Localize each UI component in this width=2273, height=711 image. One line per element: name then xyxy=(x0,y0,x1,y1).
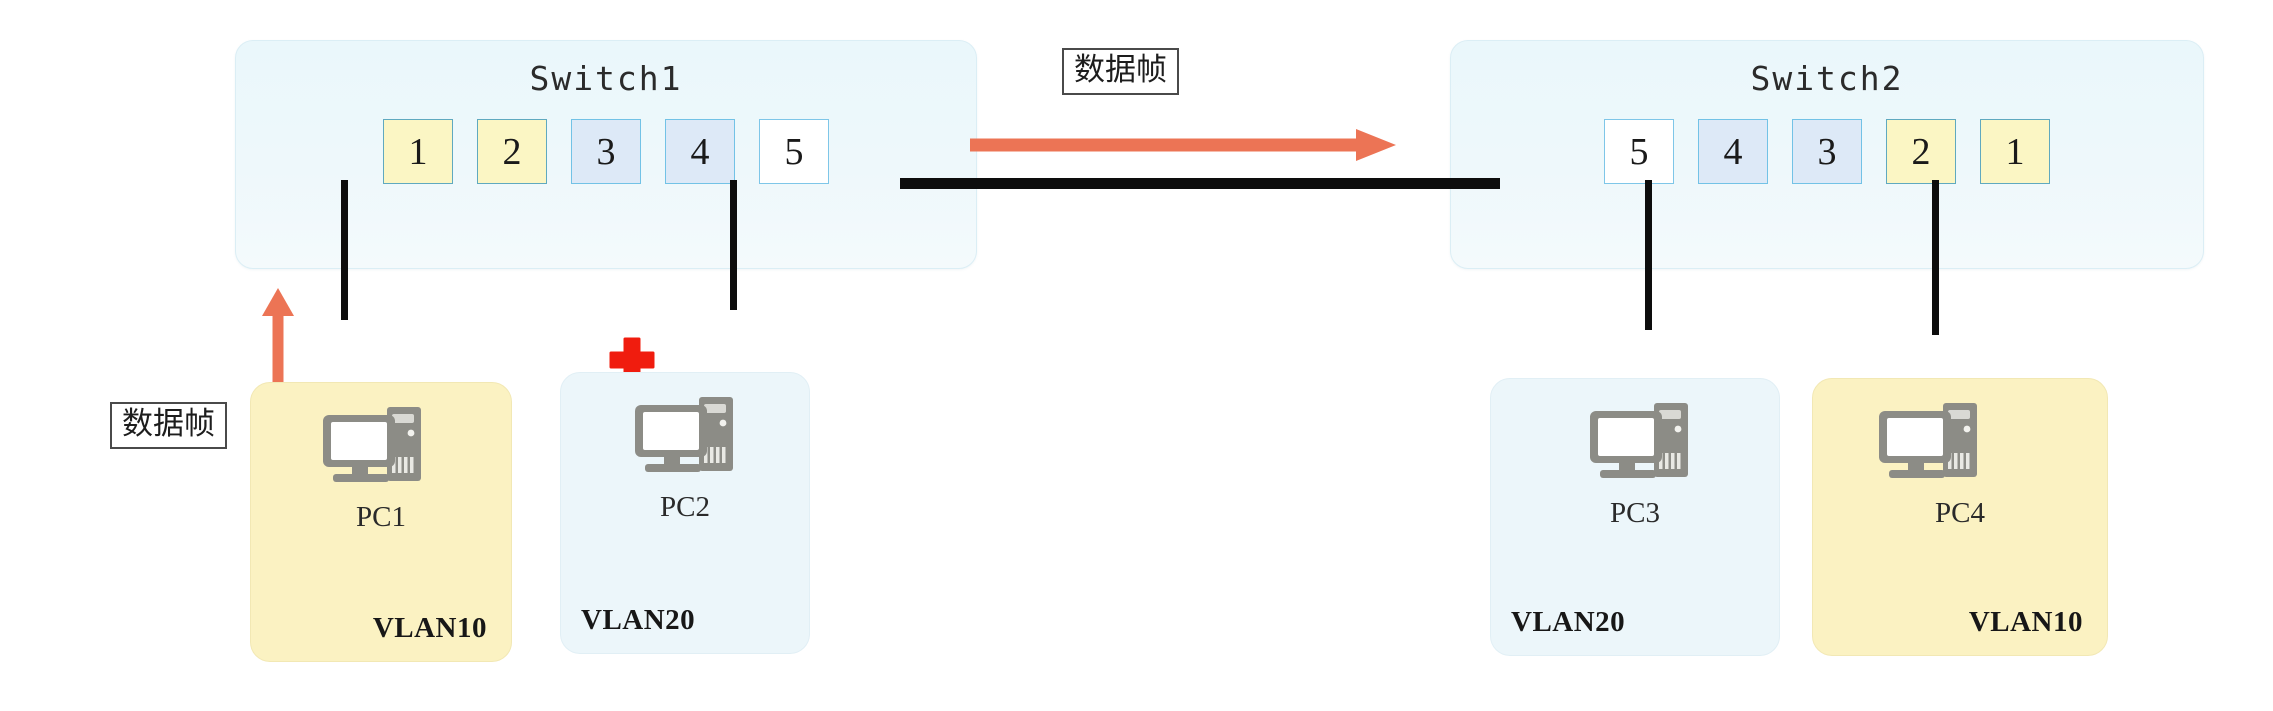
port-label: 2 xyxy=(502,130,522,173)
host-pc1-name: PC1 xyxy=(356,501,406,533)
computer-icon xyxy=(1879,403,1977,478)
port-label: 3 xyxy=(1817,130,1837,173)
switch2-port-3[interactable]: 3 xyxy=(1792,119,1862,184)
switch2-title: Switch2 xyxy=(1750,59,1904,98)
switch1-port-1[interactable]: 1 xyxy=(383,119,453,184)
port-label: 1 xyxy=(2005,130,2025,173)
data-frame-label-trunk: 数据帧 xyxy=(1062,48,1179,95)
pc2-link-cable xyxy=(730,180,737,310)
port-label: 5 xyxy=(784,130,804,173)
host-pc1-vlan: VLAN10 xyxy=(372,612,487,644)
switch2-port-5[interactable]: 5 xyxy=(1604,119,1674,184)
port-label: 4 xyxy=(1723,130,1743,173)
host-pc3-box[interactable]: PC3 VLAN20 xyxy=(1490,378,1780,656)
pc4-link-cable xyxy=(1932,180,1939,335)
host-pc3-name: PC3 xyxy=(1610,497,1660,529)
pc1-link-cable xyxy=(341,180,348,320)
port-label: 4 xyxy=(690,130,710,173)
port-label: 5 xyxy=(1629,130,1649,173)
host-pc4-vlan: VLAN10 xyxy=(1968,606,2083,638)
switch1-port-5[interactable]: 5 xyxy=(759,119,829,184)
port-label: 1 xyxy=(408,130,428,173)
host-pc2-name: PC2 xyxy=(660,491,710,523)
host-pc1-box[interactable]: PC1 VLAN10 xyxy=(250,382,512,662)
port-label: 2 xyxy=(1911,130,1931,173)
switch1-chassis[interactable]: Switch1 1 2 3 4 5 xyxy=(235,40,977,269)
switch2-port-1[interactable]: 1 xyxy=(1980,119,2050,184)
trunk-link-cable xyxy=(900,178,1500,189)
switch2-chassis[interactable]: Switch2 5 4 3 2 1 xyxy=(1450,40,2204,269)
pc3-link-cable xyxy=(1645,180,1652,330)
computer-icon xyxy=(635,397,733,472)
data-frame-label-pc1: 数据帧 xyxy=(110,402,227,449)
switch1-port-row: 1 2 3 4 5 xyxy=(236,119,976,184)
switch1-title: Switch1 xyxy=(529,59,683,98)
switch1-port-4[interactable]: 4 xyxy=(665,119,735,184)
switch2-port-row: 5 4 3 2 1 xyxy=(1451,119,2203,184)
host-pc3-vlan: VLAN20 xyxy=(1511,606,1626,638)
host-pc2-vlan: VLAN20 xyxy=(581,604,696,636)
switch2-port-2[interactable]: 2 xyxy=(1886,119,1956,184)
data-frame-arrow-trunk xyxy=(970,129,1396,161)
host-pc4-box[interactable]: PC4 VLAN10 xyxy=(1812,378,2108,656)
computer-icon xyxy=(323,407,421,482)
computer-icon xyxy=(1590,403,1688,478)
switch2-port-4[interactable]: 4 xyxy=(1698,119,1768,184)
host-pc2-box[interactable]: PC2 VLAN20 xyxy=(560,372,810,654)
host-pc4-name: PC4 xyxy=(1935,497,1985,529)
port-label: 3 xyxy=(596,130,616,173)
switch1-port-2[interactable]: 2 xyxy=(477,119,547,184)
switch1-port-3[interactable]: 3 xyxy=(571,119,641,184)
